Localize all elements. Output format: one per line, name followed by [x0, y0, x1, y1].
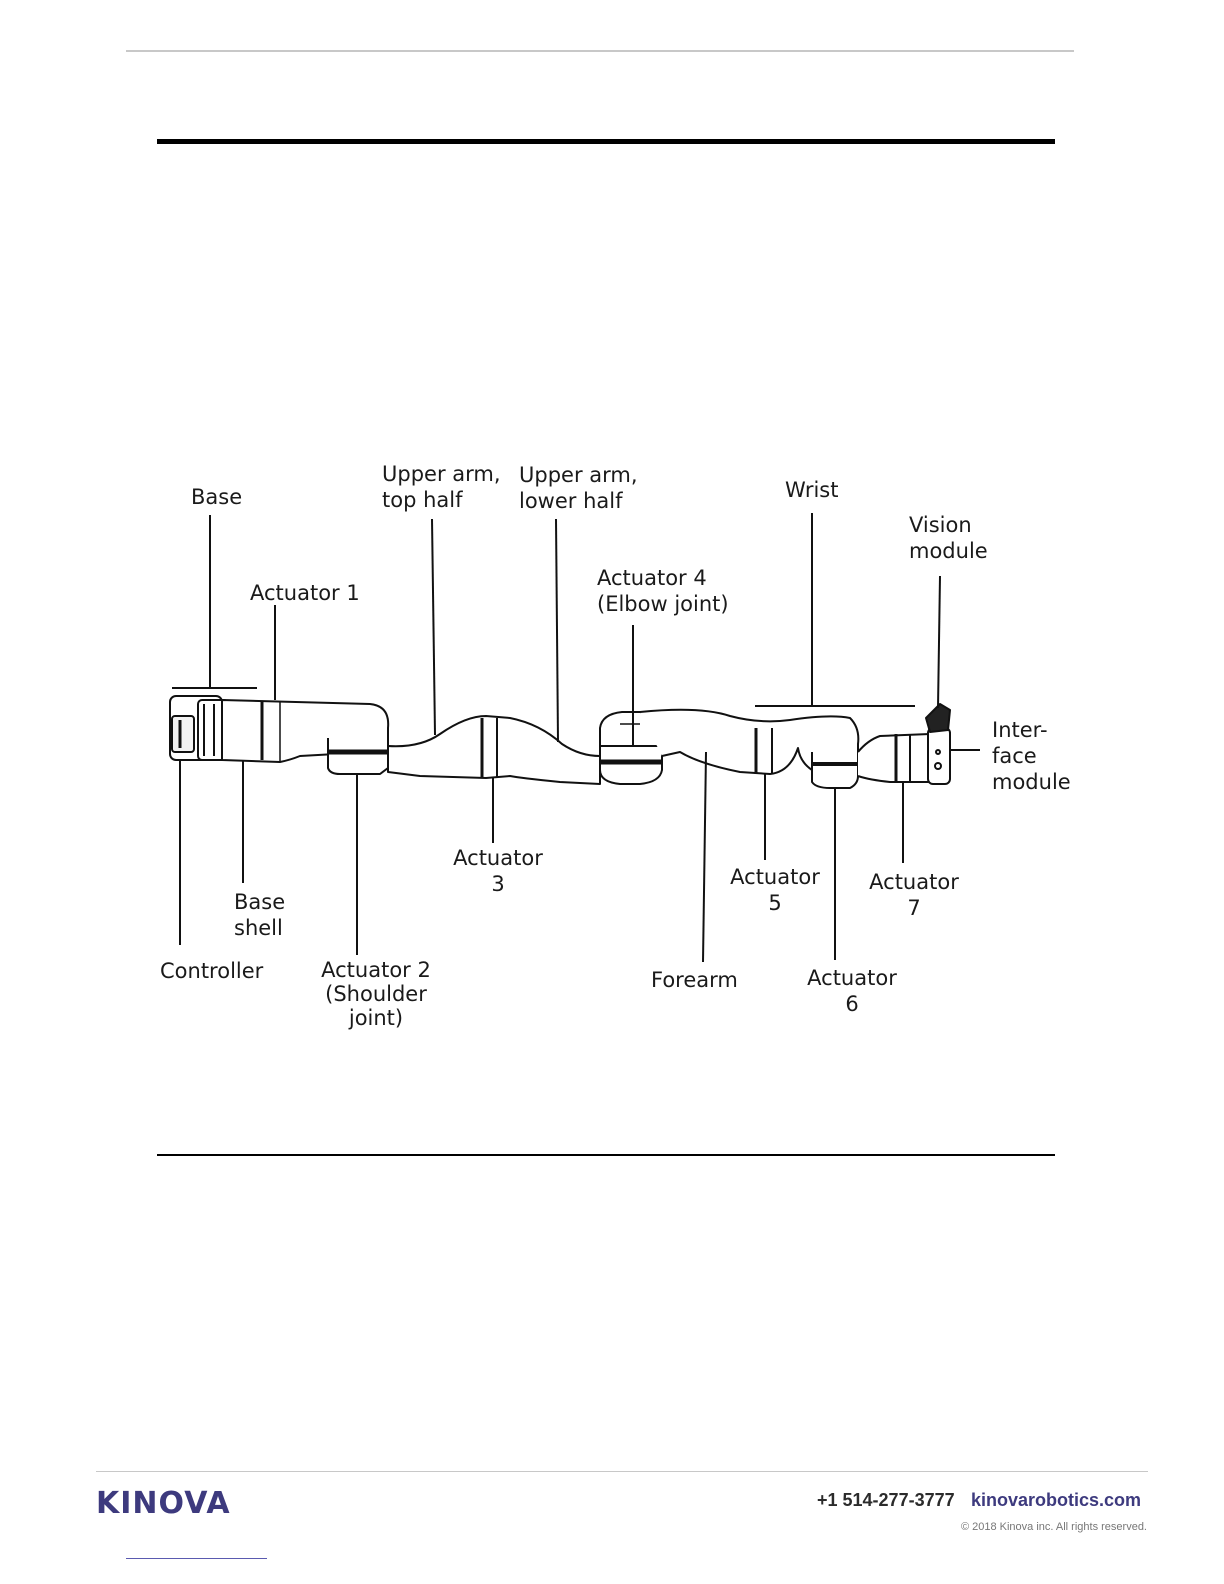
interface-port-2: [935, 749, 941, 755]
controller-face: [171, 715, 195, 753]
label-interface-module: Inter- face module: [992, 718, 1071, 794]
upper-arm-top: [387, 715, 601, 785]
wrist-link: [857, 733, 931, 783]
footer-link-underline: [126, 1558, 267, 1559]
label-base: Base: [191, 485, 243, 509]
label-wrist: Wrist: [785, 478, 839, 502]
logo-wordmark: KINOVA: [96, 1486, 231, 1518]
label-actuator-4: Actuator 4 (Elbow joint): [597, 566, 729, 616]
leader-upper-arm-top: [431, 518, 436, 736]
leader-vision-module: [937, 575, 941, 709]
leader-lines: [172, 513, 980, 963]
label-actuator-1: Actuator 1: [250, 581, 360, 605]
interface-port: [934, 762, 942, 770]
label-actuator-6: Actuator 6: [807, 966, 897, 1016]
footer-copyright: © 2018 Kinova inc. All rights reserved.: [960, 1521, 1147, 1533]
top-thin-rule: [126, 50, 1074, 52]
label-base-shell: Base shell: [234, 890, 286, 940]
label-vision-module: Vision module: [909, 513, 988, 563]
interface-module-body: [927, 727, 951, 785]
kinova-logo: KINOVA: [96, 1486, 231, 1518]
label-controller: Controller: [160, 959, 264, 983]
label-upper-arm-lower-half: Upper arm, lower half: [519, 463, 638, 513]
label-actuator-7: Actuator 7: [869, 870, 959, 920]
footer-phone: +1 514-277-3777: [817, 1490, 955, 1510]
vision-module-body: [925, 703, 951, 733]
actuator2-puck: [327, 736, 389, 775]
footer-rule: [96, 1471, 1148, 1472]
label-actuator-2: Actuator 2 (Shoulder joint): [321, 958, 431, 1030]
figure-bottom-rule: [157, 1154, 1055, 1156]
label-actuator-5: Actuator 5: [730, 865, 820, 915]
arm-illustration: [169, 695, 951, 789]
actuator6-puck: [811, 752, 859, 789]
label-actuator-3: Actuator 3: [453, 846, 543, 896]
label-upper-arm-top-half: Upper arm, top half: [382, 462, 501, 512]
leader-upper-arm-lower: [555, 518, 559, 743]
title-heavy-rule: [157, 139, 1055, 144]
leader-forearm: [702, 751, 707, 963]
footer-website[interactable]: kinovarobotics.com: [971, 1490, 1142, 1510]
actuator4-puck: [599, 711, 663, 785]
label-forearm: Forearm: [651, 968, 738, 992]
